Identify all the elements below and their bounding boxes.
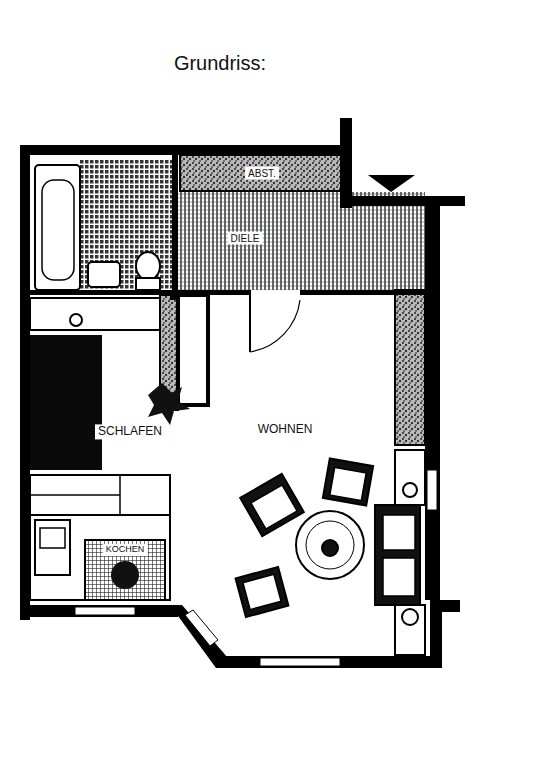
room-label: SCHLAFEN <box>95 424 165 439</box>
walls <box>20 118 465 668</box>
room-label: WOHNEN <box>255 422 316 437</box>
windows <box>75 470 437 666</box>
room-label: ABST. <box>245 167 279 180</box>
plan-title: Grundriss: <box>174 52 266 74</box>
furniture <box>236 450 425 655</box>
room-label: KOCHEN <box>103 544 148 556</box>
room-label: DIELE <box>228 232 263 245</box>
rooms <box>30 155 425 600</box>
